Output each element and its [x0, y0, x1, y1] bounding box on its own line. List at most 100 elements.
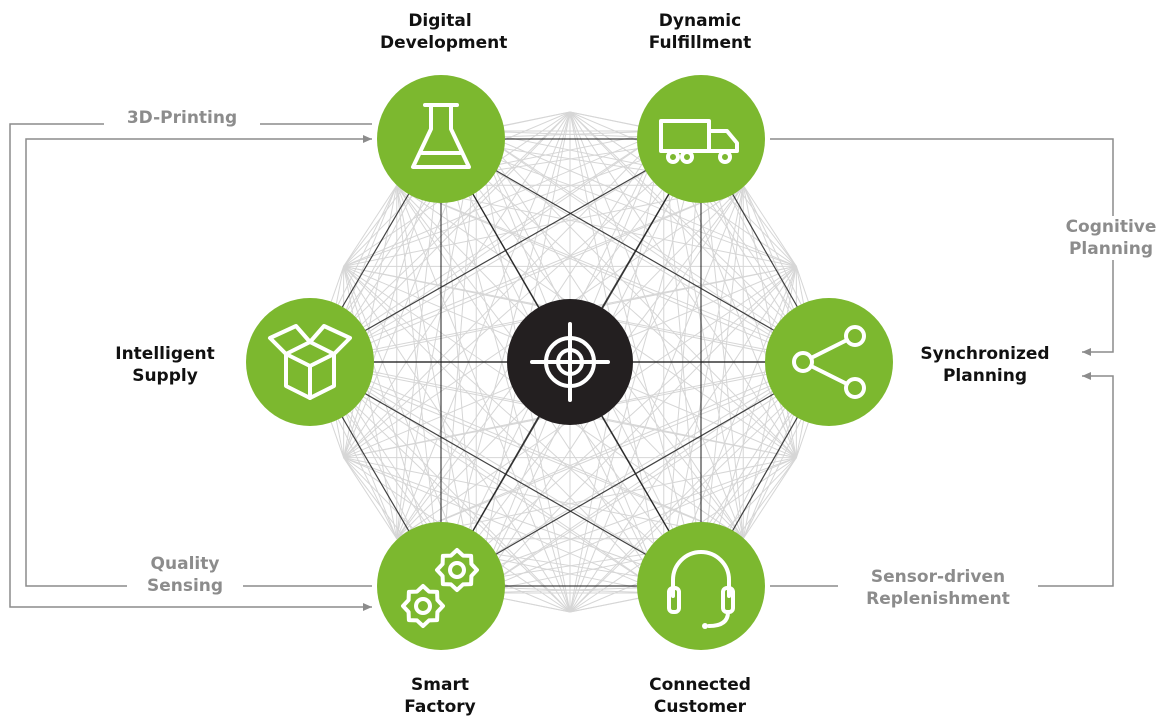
- mesh-line: [700, 185, 744, 587]
- node-label-line: Supply: [132, 366, 198, 386]
- share-node: [844, 377, 866, 399]
- mesh-line: [476, 130, 797, 267]
- mesh-line: [742, 184, 797, 267]
- truck-cab: [707, 129, 739, 153]
- mesh-line: [440, 130, 477, 587]
- node-label-line: Customer: [653, 697, 747, 717]
- headset-ear: [667, 586, 681, 614]
- mesh-line: [309, 130, 665, 363]
- headset-mic: [702, 623, 708, 629]
- node-label-connected-customer: Connected Customer: [630, 674, 770, 718]
- mesh-line: [475, 130, 830, 363]
- node-label-line: Dynamic: [658, 11, 742, 31]
- network-nodes: [246, 75, 893, 650]
- node-synchronized-planning: [765, 298, 893, 426]
- gear-hub: [414, 597, 432, 615]
- mesh-line: [440, 361, 816, 587]
- mesh-line: [440, 111, 571, 587]
- node-label-line: Fulfillment: [648, 33, 752, 53]
- target-crosshair-icon: [530, 322, 610, 402]
- mesh-line: [343, 266, 398, 539]
- box-top: [284, 340, 336, 356]
- flow-label-line: Quality: [150, 554, 220, 574]
- node-label-line: Digital: [408, 11, 472, 31]
- share-node: [792, 351, 814, 373]
- mesh-line: [324, 138, 702, 363]
- node-label-smart-factory: Smart Factory: [380, 674, 500, 718]
- mesh-line: [475, 265, 797, 594]
- flow-label-line: Replenishment: [866, 589, 1010, 609]
- node-connected-customer: [637, 522, 765, 650]
- mesh-line: [396, 361, 830, 540]
- node-circle: [246, 298, 374, 426]
- mesh-line: [440, 138, 571, 613]
- node-circle: [765, 298, 893, 426]
- node-circle: [637, 75, 765, 203]
- node-digital-development: [377, 75, 505, 203]
- flow-label-line: Cognitive: [1065, 217, 1157, 237]
- mesh-line: [742, 457, 797, 540]
- mesh-line: [742, 185, 797, 458]
- mesh-line: [343, 111, 571, 458]
- mesh-line: [569, 111, 702, 587]
- mesh-line: [700, 138, 744, 539]
- mesh-line: [742, 266, 797, 539]
- share-node: [844, 325, 866, 347]
- share-link: [809, 338, 849, 360]
- mesh-line: [343, 138, 702, 459]
- node-label-digital-development: Digital Development: [380, 10, 508, 54]
- mesh-line: [396, 138, 442, 539]
- truck-wheel: [666, 150, 680, 164]
- connector-dynamic-fulfillment-intelligent-supply: [309, 138, 702, 363]
- mesh-line: [343, 457, 398, 540]
- node-label-intelligent-supply: Intelligent Supply: [100, 343, 230, 387]
- node-circle: [377, 522, 505, 650]
- gears-icon: [401, 548, 479, 628]
- gear-hub: [448, 561, 466, 579]
- flow-label-cognitive-planning: Cognitive Planning: [1052, 216, 1167, 260]
- node-smart-factory: [377, 522, 505, 650]
- mesh-line: [343, 185, 398, 458]
- truck-wheel: [718, 150, 732, 164]
- node-label-line: Factory: [404, 697, 476, 717]
- node-label-dynamic-fulfillment: Dynamic Fulfillment: [640, 10, 760, 54]
- node-label-line: Planning: [942, 366, 1028, 386]
- gear-outline: [435, 548, 479, 592]
- headset-mic-arm: [707, 610, 730, 628]
- headset-band: [671, 550, 731, 598]
- node-circle: [637, 522, 765, 650]
- mesh-line: [569, 266, 797, 613]
- mesh-line: [343, 184, 744, 267]
- open-box-icon: [268, 324, 352, 400]
- truck-wheel: [680, 150, 694, 164]
- headset-icon: [667, 550, 735, 629]
- mesh-line: [309, 361, 665, 594]
- mesh-line: [475, 361, 830, 594]
- flow-label-quality-sensing: Quality Sensing: [127, 553, 243, 597]
- node-circle: [377, 75, 505, 203]
- node-intelligent-supply: [246, 298, 374, 426]
- mesh-line: [569, 185, 744, 613]
- mesh-line: [343, 265, 702, 587]
- mesh-line: [343, 130, 664, 267]
- truck-icon: [659, 119, 739, 164]
- node-label-line: Smart: [411, 675, 469, 695]
- node-dynamic-fulfillment: [637, 75, 765, 203]
- share-icon: [792, 325, 866, 399]
- node-label-synchronized-planning: Synchronized Planning: [910, 343, 1060, 387]
- share-link: [809, 364, 849, 386]
- flow-label-line: Planning: [1068, 239, 1154, 259]
- mesh-line: [663, 130, 702, 587]
- mesh-line: [324, 130, 665, 363]
- mesh-line: [440, 265, 797, 587]
- node-label-line: Intelligent: [115, 344, 215, 364]
- flow-label-line: Sensor-driven: [870, 567, 1006, 587]
- mesh-line: [396, 185, 442, 587]
- flow-label-3d-printing: 3D-Printing: [104, 107, 260, 129]
- node-label-line: Development: [380, 33, 508, 53]
- flow-label-line: 3D-Printing: [126, 108, 238, 128]
- mesh-line: [309, 184, 744, 363]
- flow-label-sensor-driven-replenishment: Sensor-driven Replenishment: [838, 566, 1038, 610]
